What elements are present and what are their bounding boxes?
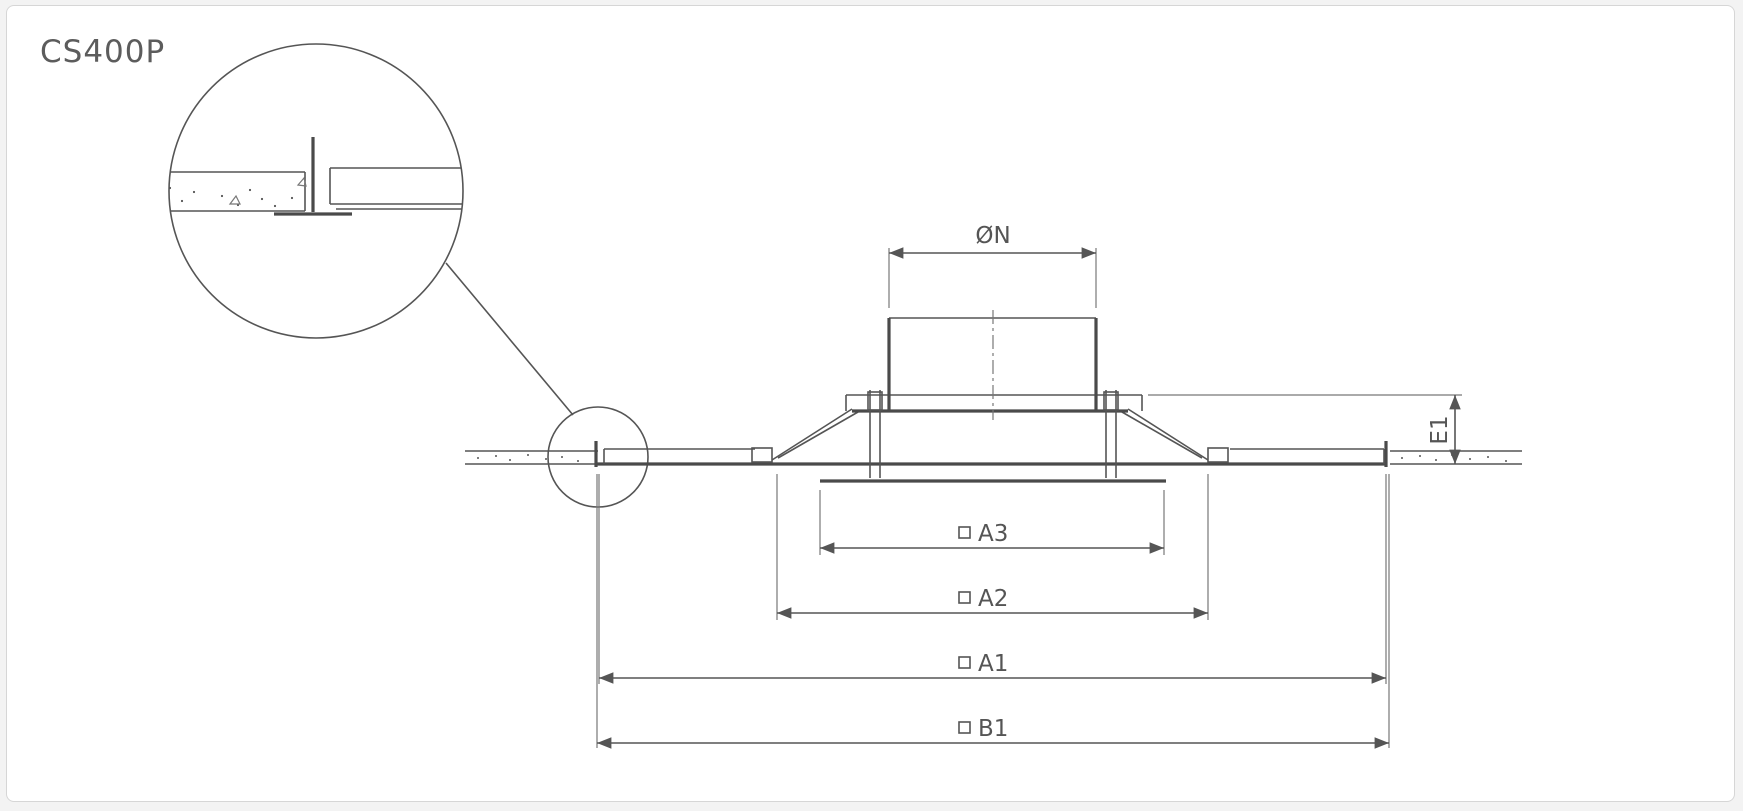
dimension-diameter: ØN (888, 223, 1097, 308)
a3-label: A3 (978, 521, 1008, 547)
ceiling-right (1390, 450, 1522, 465)
ceiling-left (465, 450, 598, 465)
square-symbol-icon (958, 721, 971, 734)
dimension-a2: A2 (776, 474, 1209, 620)
detail-leader-line (445, 262, 574, 416)
e1-label: E1 (1427, 415, 1453, 444)
a1-label: A1 (978, 651, 1008, 677)
dimension-a3: A3 (819, 490, 1165, 555)
square-symbol-icon (958, 526, 971, 539)
drawing-title: CS400P (40, 34, 166, 70)
square-symbol-icon (958, 591, 971, 604)
square-symbol-icon (958, 656, 971, 669)
dimension-a1: A1 (598, 474, 1387, 684)
a2-label: A2 (978, 586, 1008, 612)
diameter-label: ØN (975, 223, 1010, 249)
dimension-e1: E1 (1148, 394, 1462, 464)
b1-label: B1 (978, 716, 1008, 742)
diffuser-body (594, 310, 1388, 483)
dimension-b1: B1 (596, 474, 1390, 749)
detail-magnifier (168, 43, 464, 339)
detail-callout-circle (547, 406, 649, 508)
